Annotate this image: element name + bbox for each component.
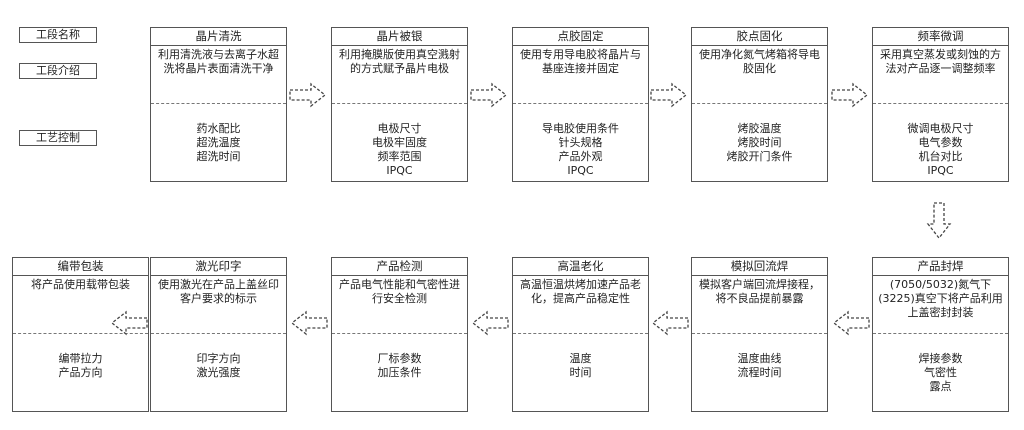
- legend-process-control: 工艺控制: [19, 130, 97, 146]
- stage-title: 高温老化: [513, 258, 648, 276]
- legend-stage-intro: 工段介绍: [19, 63, 97, 79]
- stage-title: 编带包装: [13, 258, 148, 276]
- control-item: 气密性: [924, 366, 957, 379]
- stage-high-temp-aging: 高温老化 高温恒温烘烤加速产品老化，提高产品稳定性 温度时间: [512, 257, 649, 412]
- flow-arrow-left-icon: [832, 310, 870, 336]
- flow-arrow-left-icon: [110, 310, 148, 336]
- control-item: 烤胶温度: [737, 122, 782, 135]
- control-item: 激光强度: [196, 366, 241, 379]
- control-item: 印字方向: [196, 352, 241, 365]
- flow-arrow-left-icon: [290, 310, 328, 336]
- control-item: 微调电极尺寸: [907, 122, 974, 135]
- control-item: IPQC: [386, 164, 413, 177]
- stage-title: 模拟回流焊: [692, 258, 827, 276]
- control-item: 超洗时间: [196, 150, 241, 163]
- flow-arrow-right-icon: [470, 82, 508, 108]
- stage-controls: 药水配比超洗温度超洗时间: [151, 104, 286, 164]
- control-item: 药水配比: [196, 122, 241, 135]
- stage-controls: 编带拉力产品方向: [13, 334, 148, 380]
- flow-arrow-right-icon: [650, 82, 688, 108]
- control-item: 流程时间: [737, 366, 782, 379]
- flow-arrow-down-icon: [926, 202, 952, 240]
- stage-reflow-simulation: 模拟回流焊 模拟客户端回流焊接程，将不良品提前暴露 温度曲线流程时间: [691, 257, 828, 412]
- stage-controls: 烤胶温度烤胶时间烤胶开门条件: [692, 104, 827, 164]
- control-item: 机台对比: [918, 150, 963, 163]
- stage-title: 晶片清洗: [151, 28, 286, 46]
- stage-intro: 高温恒温烘烤加速产品老化，提高产品稳定性: [513, 276, 648, 334]
- stage-intro: 利用掩膜版使用真空溅射的方式赋予晶片电极: [332, 46, 467, 104]
- stage-intro: 利用清洗液与去离子水超洗将晶片表面清洗干净: [151, 46, 286, 104]
- control-item: 电气参数: [918, 136, 963, 149]
- control-item: 露点: [929, 380, 952, 393]
- flow-arrow-right-icon: [289, 82, 327, 108]
- stage-intro: 使用激光在产品上盖丝印客户要求的标示: [151, 276, 286, 334]
- control-item: 频率范围: [377, 150, 422, 163]
- stage-intro: 模拟客户端回流焊接程，将不良品提前暴露: [692, 276, 827, 334]
- stage-controls: 温度时间: [513, 334, 648, 380]
- stage-wafer-cleaning: 晶片清洗 利用清洗液与去离子水超洗将晶片表面清洗干净 药水配比超洗温度超洗时间: [150, 27, 287, 182]
- stage-intro: 使用专用导电胶将晶片与基座连接并固定: [513, 46, 648, 104]
- control-item: 电极尺寸: [377, 122, 422, 135]
- control-item: 导电胶使用条件: [542, 122, 619, 135]
- flow-arrow-left-icon: [471, 310, 509, 336]
- stage-frequency-tuning: 频率微调 采用真空蒸发或刻蚀的方法对产品逐一调整频率 微调电极尺寸电气参数机台对…: [872, 27, 1009, 182]
- flow-arrow-right-icon: [831, 82, 869, 108]
- stage-intro: 产品电气性能和气密性进行安全检测: [332, 276, 467, 334]
- stage-controls: 焊接参数气密性露点: [873, 334, 1008, 394]
- stage-title: 产品检测: [332, 258, 467, 276]
- control-item: 产品外观: [558, 150, 603, 163]
- control-item: 时间: [569, 366, 592, 379]
- control-item: 温度曲线: [737, 352, 782, 365]
- stage-title: 胶点固化: [692, 28, 827, 46]
- control-item: 厂标参数: [377, 352, 422, 365]
- control-item: 编带拉力: [58, 352, 103, 365]
- control-item: 针头规格: [558, 136, 603, 149]
- control-item: 烤胶开门条件: [726, 150, 793, 163]
- stage-intro: 采用真空蒸发或刻蚀的方法对产品逐一调整频率: [873, 46, 1008, 104]
- control-item: 超洗温度: [196, 136, 241, 149]
- stage-glue-curing: 胶点固化 使用净化氮气烤箱将导电胶固化 烤胶温度烤胶时间烤胶开门条件: [691, 27, 828, 182]
- stage-product-testing: 产品检测 产品电气性能和气密性进行安全检测 厂标参数加压条件: [331, 257, 468, 412]
- stage-title: 激光印字: [151, 258, 286, 276]
- control-item: 烤胶时间: [737, 136, 782, 149]
- stage-title: 点胶固定: [513, 28, 648, 46]
- control-item: 加压条件: [377, 366, 422, 379]
- stage-intro: 使用净化氮气烤箱将导电胶固化: [692, 46, 827, 104]
- stage-controls: 印字方向激光强度: [151, 334, 286, 380]
- stage-title: 频率微调: [873, 28, 1008, 46]
- stage-product-sealing: 产品封焊 (7050/5032)氮气下(3225)真空下将产品利用上盖密封封装 …: [872, 257, 1009, 412]
- control-item: 产品方向: [58, 366, 103, 379]
- flow-arrow-left-icon: [651, 310, 689, 336]
- stage-title: 晶片被银: [332, 28, 467, 46]
- stage-controls: 温度曲线流程时间: [692, 334, 827, 380]
- stage-laser-marking: 激光印字 使用激光在产品上盖丝印客户要求的标示 印字方向激光强度: [150, 257, 287, 412]
- stage-intro: (7050/5032)氮气下(3225)真空下将产品利用上盖密封封装: [873, 276, 1008, 334]
- control-item: IPQC: [567, 164, 594, 177]
- stage-controls: 厂标参数加压条件: [332, 334, 467, 380]
- stage-intro: 将产品使用载带包装: [13, 276, 148, 334]
- stage-title: 产品封焊: [873, 258, 1008, 276]
- control-item: 温度: [569, 352, 592, 365]
- control-item: 焊接参数: [918, 352, 963, 365]
- control-item: 电极牢固度: [372, 136, 427, 149]
- control-item: IPQC: [927, 164, 954, 177]
- legend-stage-name: 工段名称: [19, 27, 97, 43]
